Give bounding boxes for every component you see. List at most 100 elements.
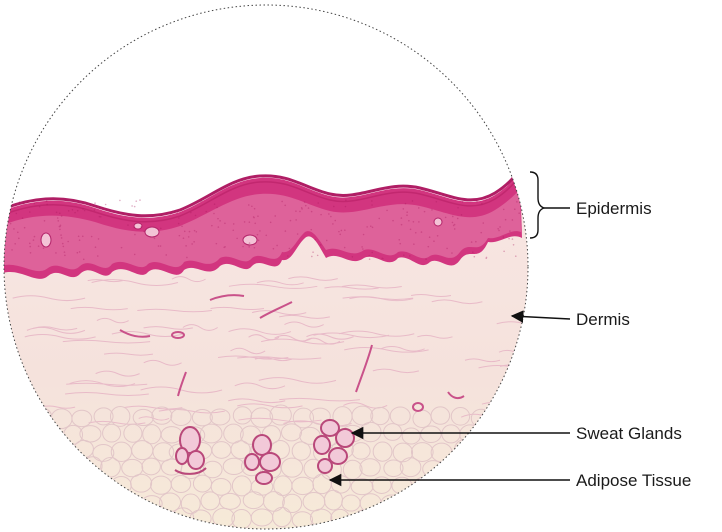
stipple-dot	[233, 223, 235, 225]
stipple-dot	[457, 207, 459, 209]
stipple-dot	[217, 218, 219, 220]
adipose-cell	[0, 459, 21, 476]
stipple-dot	[77, 252, 79, 254]
stipple-dot	[22, 217, 24, 219]
stipple-dot	[499, 226, 501, 228]
dermis-label: Dermis	[576, 310, 630, 329]
adipose-cell	[355, 510, 373, 527]
stipple-dot	[134, 254, 136, 256]
adipose-cell	[50, 511, 71, 529]
adipose-cell	[55, 476, 73, 492]
adipose-cell	[0, 511, 10, 527]
stipple-dot	[185, 245, 187, 247]
stipple-dot	[418, 221, 420, 223]
stipple-dot	[274, 215, 276, 217]
stipple-dot	[60, 234, 62, 236]
adipose-cell	[391, 511, 411, 529]
stipple-dot	[135, 200, 137, 202]
stipple-dot	[67, 241, 69, 243]
stipple-dot	[462, 201, 464, 203]
sweat-glands-label: Sweat Glands	[576, 424, 682, 443]
stipple-dot	[474, 256, 476, 258]
stipple-dot	[454, 224, 456, 226]
adipose-cell	[12, 475, 32, 495]
stipple-dot	[371, 204, 373, 206]
stipple-dot	[205, 211, 207, 213]
stipple-dot	[317, 255, 319, 257]
stipple-dot	[312, 251, 314, 253]
stipple-dot	[412, 200, 414, 202]
stipple-dot	[10, 223, 12, 225]
stipple-dot	[362, 248, 364, 250]
stipple-dot	[160, 228, 162, 230]
stipple-dot	[509, 230, 511, 232]
adipose-cell	[402, 493, 424, 513]
stipple-dot	[259, 230, 261, 232]
stipple-dot	[213, 213, 215, 215]
stipple-dot	[498, 230, 500, 232]
stipple-dot	[451, 252, 453, 254]
stipple-dot	[57, 217, 59, 219]
stipple-dot	[17, 231, 19, 233]
collagen-fiber	[482, 402, 557, 407]
stipple-dot	[193, 241, 195, 243]
stipple-dot	[61, 237, 63, 239]
stipple-dot	[295, 210, 297, 212]
stipple-dot	[29, 243, 31, 245]
adipose-cell	[371, 510, 390, 526]
stipple-dot	[418, 207, 420, 209]
stipple-dot	[299, 211, 301, 213]
adipose-cell	[44, 493, 63, 512]
stipple-dot	[43, 247, 45, 249]
stipple-dot	[446, 248, 448, 250]
stipple-dot	[84, 210, 86, 212]
adipose-cell	[20, 460, 41, 479]
stipple-dot	[154, 238, 156, 240]
stipple-dot	[82, 235, 84, 237]
stipple-dot	[503, 250, 505, 252]
stipple-dot	[195, 215, 197, 217]
stipple-dot	[79, 239, 81, 241]
stipple-dot	[99, 216, 101, 218]
adipose-tissue-label: Adipose Tissue	[576, 471, 691, 490]
stipple-dot	[61, 215, 63, 217]
adipose-cell	[0, 476, 12, 493]
stipple-dot	[184, 231, 186, 233]
stipple-dot	[427, 246, 429, 248]
stipple-dot	[518, 212, 520, 214]
stipple-dot	[398, 239, 400, 241]
stipple-dot	[191, 243, 193, 245]
stipple-dot	[257, 215, 259, 217]
adipose-cell	[103, 494, 124, 513]
stipple-dot	[95, 246, 97, 248]
adipose-cell	[42, 460, 63, 476]
stipple-dot	[82, 208, 84, 210]
adipose-cell	[12, 510, 34, 527]
stipple-dot	[505, 219, 507, 221]
adipose-cell	[13, 409, 33, 427]
stipple-dot	[273, 248, 275, 250]
stipple-dot	[332, 223, 334, 225]
stipple-dot	[134, 234, 136, 236]
stipple-dot	[341, 230, 343, 232]
stipple-dot	[403, 254, 405, 256]
stipple-dot	[140, 226, 142, 228]
stipple-dot	[253, 216, 255, 218]
stipple-dot	[515, 255, 517, 257]
stipple-dot	[431, 209, 433, 211]
stipple-dot	[23, 203, 25, 205]
stipple-dot	[503, 209, 505, 211]
stipple-dot	[254, 208, 256, 210]
stipple-dot	[131, 205, 133, 207]
stipple-dot	[38, 245, 40, 247]
stipple-dot	[425, 258, 427, 260]
stipple-dot	[242, 246, 244, 248]
stipple-dot	[409, 255, 411, 257]
stipple-dot	[508, 238, 510, 240]
stipple-dot	[401, 217, 403, 219]
adipose-cell	[41, 426, 61, 443]
stipple-dot	[284, 205, 286, 207]
stipple-dot	[281, 201, 283, 203]
stipple-dot	[39, 206, 41, 208]
